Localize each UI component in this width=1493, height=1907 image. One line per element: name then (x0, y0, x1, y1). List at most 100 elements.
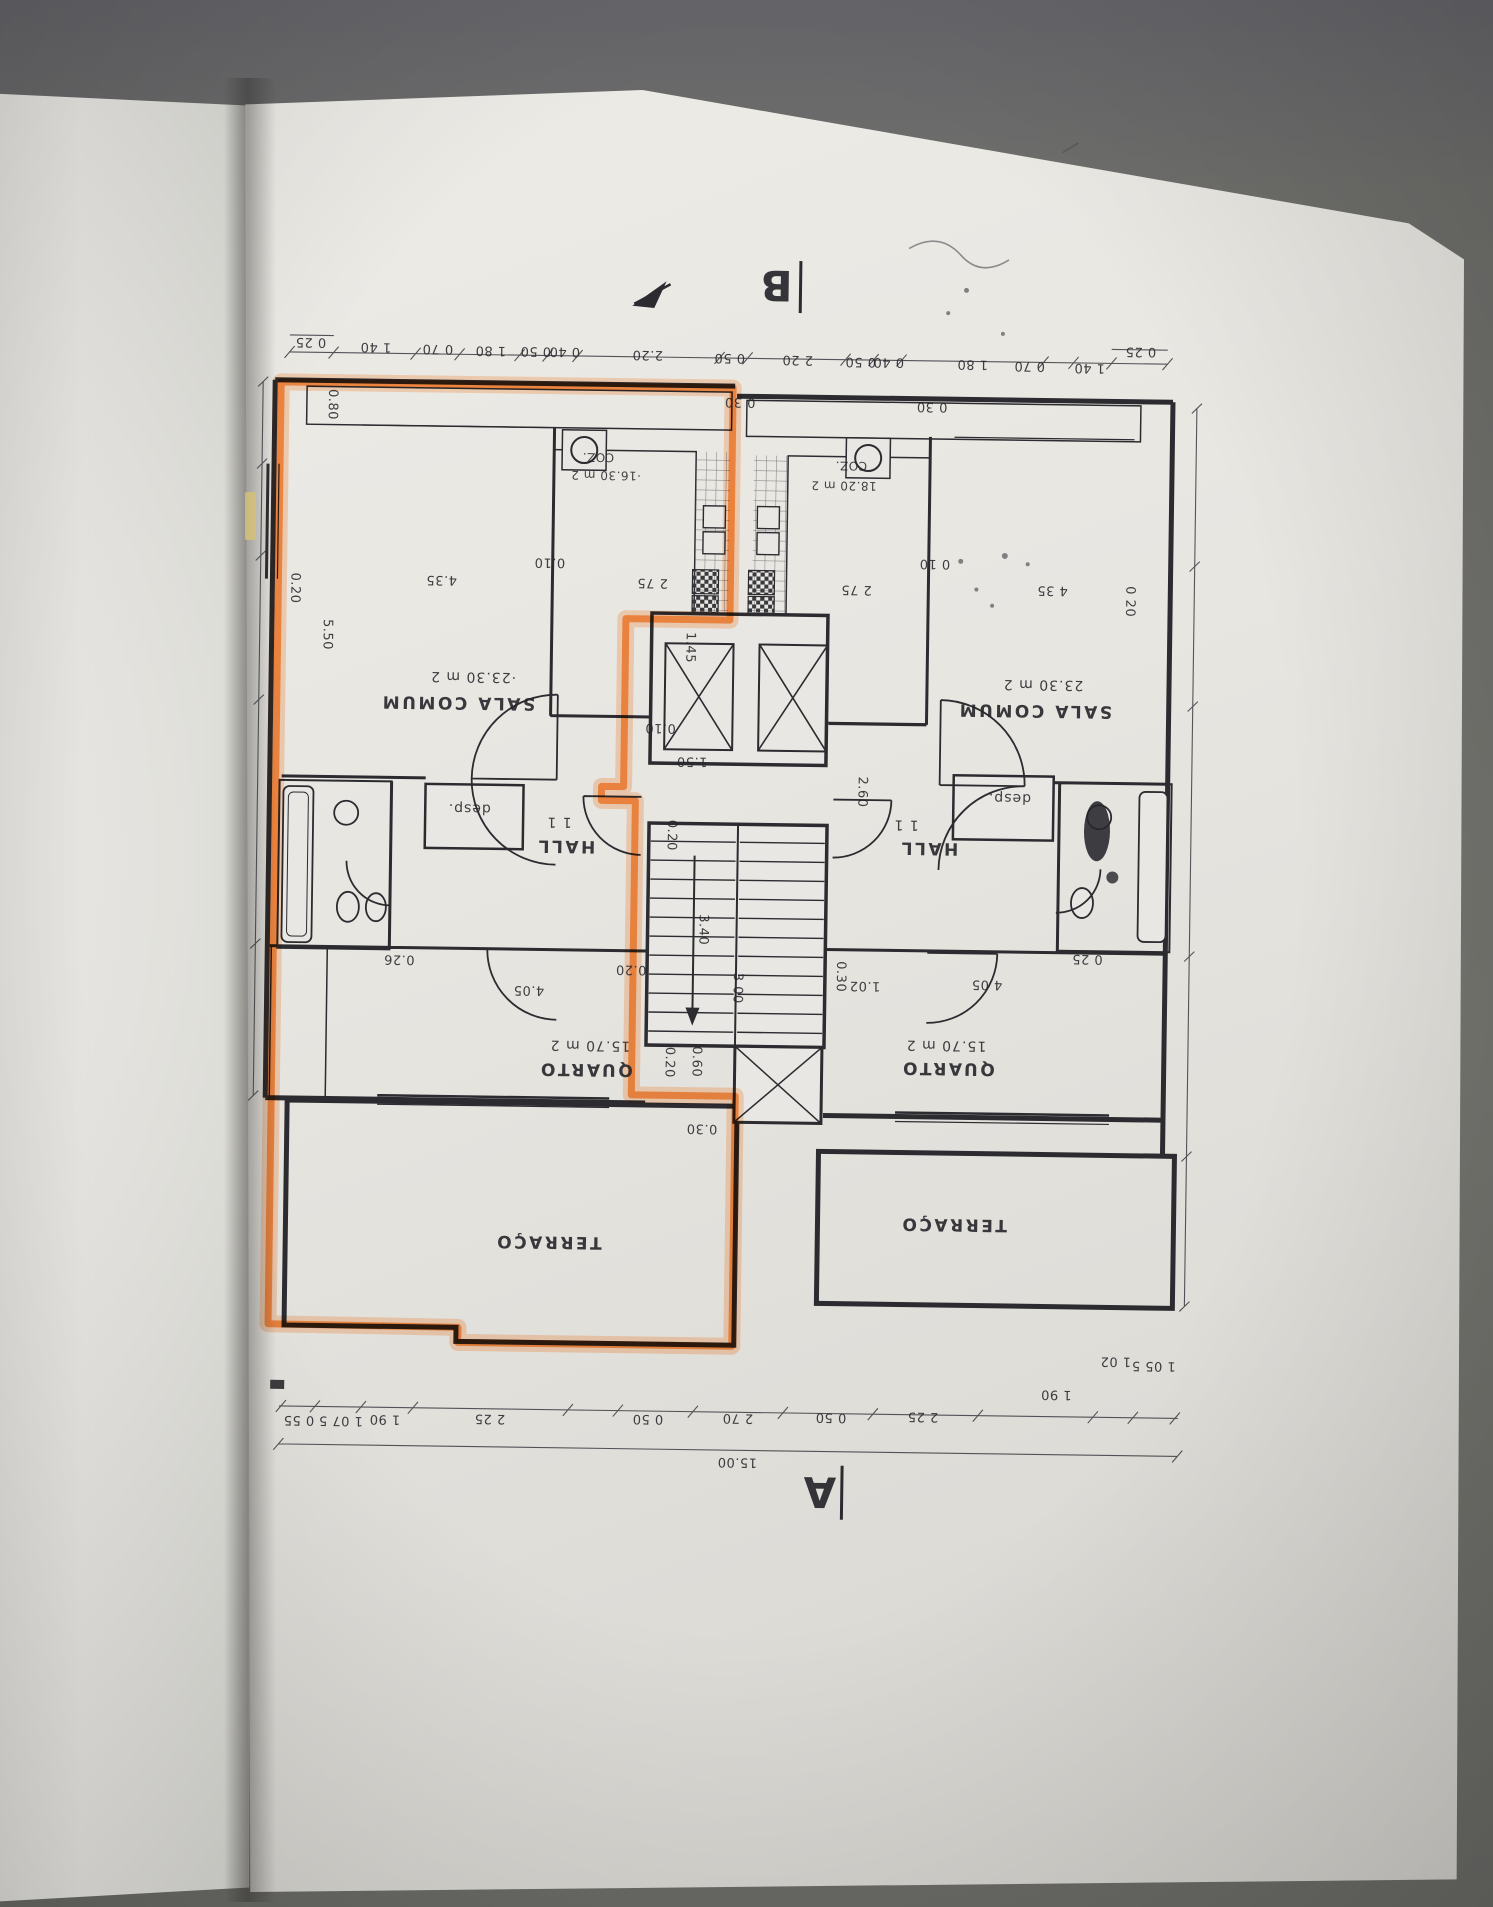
booklet-left-page (0, 93, 256, 1902)
room-label-desp-left: desp. (448, 800, 491, 817)
dim-label: 2 25 (474, 1411, 505, 1426)
elevator-core (648, 611, 830, 768)
room-label-hall-left: HALL (536, 835, 595, 856)
stair-steps-right (737, 841, 825, 1035)
dim-label: 2 25 (907, 1409, 938, 1424)
room-area-coz-left: ·16.30 m 2 (571, 468, 641, 483)
labels: 0 25 1 40 0 70 1 80 0 50 0 40 2.20 0 50 … (283, 334, 1176, 1470)
orange-highlight (259, 373, 744, 1355)
pen-marks (908, 142, 1080, 608)
dim-line-total (272, 1437, 1183, 1463)
dim-line-top-ext (289, 334, 1168, 351)
edge-mark (270, 1379, 285, 1389)
dim-ticks-top (284, 345, 1174, 371)
pantry-left (423, 782, 525, 851)
door-bedroom-left (486, 947, 558, 1021)
staircase (644, 821, 829, 1125)
door-entry-right (832, 798, 893, 859)
duct-left-1 (691, 568, 720, 595)
dim-label: 4 05 (971, 977, 1002, 992)
dim-label: 1 80 (957, 356, 988, 371)
dim-label: 0.10 (534, 554, 565, 569)
boiler-left (570, 436, 599, 465)
dim-label: 1 40 (360, 339, 391, 354)
stair-divider (733, 824, 740, 1047)
pantry-right (951, 773, 1056, 842)
dim-label: 2 20 (782, 352, 813, 367)
window-left (264, 463, 270, 579)
dim-label: 0 25 (295, 334, 326, 349)
room-area-sala-left: ·23.30 m 2 (430, 668, 516, 685)
dim-label: 4 35 (1037, 582, 1068, 597)
door-sala-right-1 (938, 699, 1026, 788)
boiler-right (854, 444, 883, 473)
room-area-sala-right: 23.30 m 2 (1003, 676, 1084, 693)
door-sala-left-1 (470, 693, 559, 781)
sink-left (333, 799, 360, 826)
section-marker-b: B (760, 261, 793, 310)
elevator-cross-lines (663, 642, 829, 752)
dim-line-top (289, 351, 1168, 365)
dim-label: 0 10 (919, 556, 950, 571)
dim-label: 3 00 (730, 973, 745, 1004)
stove-left-1 (702, 505, 727, 529)
appliance-box-right (845, 436, 892, 480)
dim-label: 1 90 (1041, 1387, 1072, 1402)
dim-label: 1.45 (682, 632, 697, 663)
dim-label: 0.20 (287, 572, 302, 603)
dim-label: 0.20 (662, 1047, 677, 1078)
bathtub-left-inner (286, 791, 309, 937)
door-sala-right-2 (937, 785, 1025, 871)
dim-label: 0 30 (724, 394, 755, 409)
door-sala-left-2 (470, 778, 556, 866)
dim-line-bottom (278, 1405, 1178, 1419)
dim-label: 1 40 (1074, 360, 1105, 375)
room-num-hall-right: 1 1 (893, 816, 918, 832)
dim-label: 1.50 (676, 753, 707, 768)
dim-label: 0.26 (384, 951, 415, 966)
pen-tick (1062, 142, 1080, 154)
dim-label: 0 25 (1072, 951, 1103, 966)
room-label-quarto-right: QUARTO (900, 1058, 995, 1079)
room-label-coz-left: COZ. (582, 450, 614, 464)
dim-label: 1 80 (475, 343, 506, 358)
elevator-shaft-box (648, 611, 830, 768)
dim-label: 0.60 (689, 1046, 704, 1077)
pen-scribble (908, 240, 1010, 269)
room-label-terraco-right: TERRAÇO (900, 1214, 1007, 1235)
dim-label: 2 75 (637, 575, 668, 590)
terrace-right (813, 1148, 1177, 1311)
dim-label: 0 50 (815, 1409, 846, 1424)
dim-line-left (247, 376, 269, 1101)
toilet-left (335, 890, 360, 923)
room-label-quarto-left: QUARTO (538, 1058, 633, 1079)
dim-label: 0 55 (283, 1412, 314, 1427)
dim-label: 4.35 (426, 572, 457, 587)
section-marker-b-line (798, 261, 803, 314)
bathtub-right (1136, 791, 1169, 944)
dim-label: 0.30 (833, 961, 848, 992)
dim-label: 0 25 (1125, 344, 1156, 359)
elevator-cab-1 (663, 642, 735, 752)
room-label-desp-right: desp. (988, 790, 1031, 807)
dim-label: 0 50 (845, 354, 876, 369)
room-area-quarto-right: 15.70 m 2 (906, 1037, 987, 1054)
dim-label: 3.40 (695, 914, 710, 945)
dim-label: 1 02 (1100, 1353, 1131, 1368)
dim-label: 5.50 (319, 619, 334, 650)
ink-blot-small (1106, 871, 1119, 884)
bidet-left (364, 892, 387, 923)
dim-label: 0 50 (632, 1411, 663, 1426)
dim-label: 0 20 (1122, 586, 1137, 617)
specks (946, 287, 1030, 608)
room-label-hall-right: HALL (899, 837, 958, 858)
dim-label: 0.10 (645, 720, 676, 735)
section-marker-a: A (803, 1467, 837, 1516)
dim-label: 0 70 (1014, 358, 1045, 373)
terrace-doors (377, 1093, 1110, 1117)
dim-label: 1 07 5 (318, 1412, 363, 1428)
dim-label: 1 05 5 (1131, 1358, 1176, 1374)
room-label-sala-left: SALA COMUM (380, 691, 535, 713)
